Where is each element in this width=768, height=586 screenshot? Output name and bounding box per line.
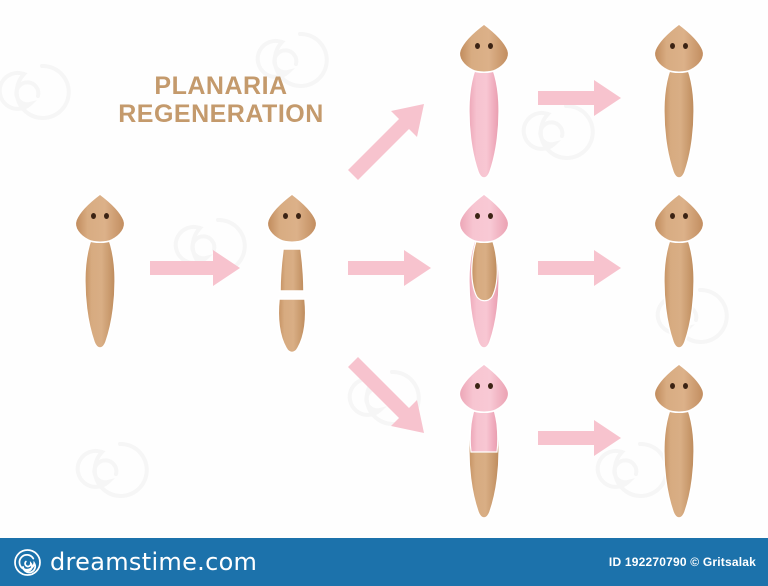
eye-icon [683, 213, 688, 219]
dreamstime-spiral-logo-icon [14, 548, 41, 576]
eye-icon [683, 43, 688, 49]
illustration-canvas [0, 22, 729, 519]
arrow-head-fragment-to-complete [538, 80, 621, 116]
arrow-tail-fragment-to-complete [538, 420, 621, 456]
arrow-middle-fragment-to-complete [538, 250, 621, 286]
specimen-tail-fragment-regenerating [458, 362, 510, 519]
fragment-head [266, 192, 318, 244]
arrow-stage1-to-stage2 [150, 250, 240, 286]
dreamstime-brand[interactable]: dreamstime.com [14, 548, 258, 576]
original-head [458, 22, 510, 74]
specimen-cut-planarian [266, 192, 318, 354]
eye-icon [488, 43, 493, 49]
eye-icon [283, 213, 288, 219]
arrow-stage2-to-head-fragment [348, 104, 424, 180]
eye-icon [670, 43, 675, 49]
regenerated-body [468, 46, 500, 179]
planarian-head [74, 192, 126, 244]
eye-icon [488, 213, 493, 219]
dreamstime-brand-text: dreamstime.com [50, 548, 258, 576]
eye-icon [670, 383, 675, 389]
eye-icon [296, 213, 301, 219]
eye-icon [683, 383, 688, 389]
specimen-complete-planarian-middle [653, 192, 705, 349]
eye-icon [475, 213, 480, 219]
specimen-middle-fragment-regenerating [458, 192, 510, 349]
specimen-head-fragment-regenerating [458, 22, 510, 179]
arrow-stage2-to-middle-fragment [348, 250, 431, 286]
specimen-intact-planarian [74, 192, 126, 349]
arrow-stage2-to-tail-fragment [348, 357, 424, 433]
eye-icon [91, 213, 96, 219]
specimen-complete-planarian-bottom [653, 362, 705, 519]
specimen-complete-planarian-top [653, 22, 705, 179]
stock-photo-footer-bar: dreamstime.com ID 192270790 © Gritsalak [0, 538, 768, 586]
planaria-regeneration-illustration: PLANARIA REGENERATION [0, 22, 729, 519]
image-id-and-credit: ID 192270790 © Gritsalak [608, 555, 756, 569]
regenerated-head [458, 362, 510, 414]
eye-icon [104, 213, 109, 219]
eye-icon [475, 383, 480, 389]
eye-icon [488, 383, 493, 389]
eye-icon [670, 213, 675, 219]
fragment-middle [279, 248, 305, 292]
regenerated-head [458, 192, 510, 244]
fragment-tail [277, 298, 307, 354]
eye-icon [475, 43, 480, 49]
